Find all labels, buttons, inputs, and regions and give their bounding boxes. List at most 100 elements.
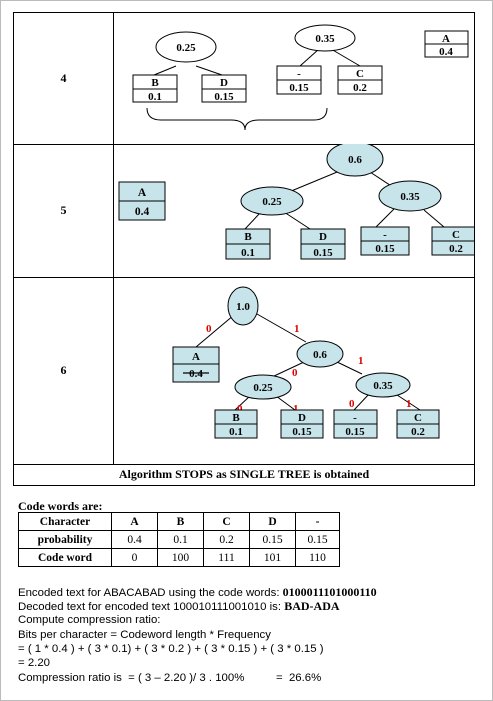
box-symbol: C: [356, 68, 364, 80]
node-value: 0.25: [176, 42, 196, 54]
codewords-title: Code words are:: [18, 499, 103, 513]
node-value: 0.25: [253, 382, 273, 394]
header-cell: -: [295, 512, 340, 531]
oval-node: 0.35: [355, 372, 411, 398]
oval-node: 0.6: [296, 340, 344, 368]
compression-ratio-line: Compression ratio is = ( 3 – 2.20 )/ 3 .…: [18, 672, 322, 684]
oval-node: 0.25: [155, 31, 217, 63]
bits-per-char-expansion: = ( 1 * 0.4 ) + ( 3 * 0.1) + ( 3 * 0.2 )…: [18, 643, 324, 655]
symbol-box-dash: - 0.15: [360, 226, 410, 256]
box-symbol: D: [220, 77, 228, 89]
box-symbol: B: [232, 412, 240, 424]
algorithm-stop-note: Algorithm STOPS as SINGLE TREE is obtain…: [118, 466, 370, 481]
step-5-figure: 0.6 0.25 0.35 A 0.4: [114, 141, 481, 277]
symbol-box-A: A 0.4: [118, 181, 166, 221]
step-row-6: 6 0 1 0 1 0 1: [14, 277, 474, 465]
node-value: 0.25: [262, 196, 282, 208]
oval-node: 0.6: [326, 141, 384, 177]
encoded-value: 0100011101000110: [282, 585, 377, 599]
box-symbol: C: [452, 229, 460, 241]
edge-label: 1: [358, 355, 364, 367]
bits-per-char-result: = 2.20: [18, 657, 50, 669]
edge-label: 1: [293, 403, 299, 415]
box-symbol: A: [442, 33, 450, 45]
box-symbol: D: [298, 412, 306, 424]
header-cell: B: [157, 512, 204, 531]
table-header-row: Character A B C D -: [18, 512, 340, 531]
symbol-box-dash: - 0.15: [276, 65, 322, 95]
box-probability: 0.15: [345, 426, 365, 438]
symbol-box-D: D 0.15: [280, 409, 324, 439]
box-symbol: -: [353, 412, 357, 424]
bits-per-char-formula: Bits per character = Codeword length * F…: [18, 629, 271, 641]
table-cell: 101: [249, 548, 296, 567]
header-cell: A: [111, 512, 158, 531]
header-cell: C: [203, 512, 250, 531]
symbol-box-B: B 0.1: [225, 228, 271, 260]
edge-labels: 0 1 0 1 0 1 0 1: [206, 323, 412, 415]
decoded-label: Decoded text for encoded text 1000101110…: [18, 601, 285, 613]
box-symbol: B: [151, 77, 159, 89]
header-cell: D: [249, 512, 296, 531]
symbol-box-D: D 0.15: [300, 228, 346, 260]
box-probability: 0.2: [449, 243, 463, 255]
encoded-label: Encoded text for ABACABAD using the code…: [18, 587, 283, 599]
step-4-diagram: 0.25 0.35 A 0.4 B: [132, 24, 469, 131]
box-probability: 0.2: [411, 426, 425, 438]
header-cell: Character: [18, 512, 112, 531]
box-probability: 0.15: [289, 82, 309, 94]
box-symbol: -: [297, 68, 301, 80]
node-value: 0.35: [315, 33, 335, 45]
decoded-text-line: Decoded text for encoded text 1000101110…: [18, 599, 340, 614]
node-value: 0.35: [373, 380, 393, 392]
grouping-brace: [146, 107, 328, 131]
step-row-5: 5 0.6 0.25: [14, 141, 481, 278]
node-value: 0.6: [313, 349, 327, 361]
box-probability: 0.2: [353, 82, 367, 94]
edge-label: 0: [292, 367, 298, 379]
step-number: 6: [14, 277, 114, 464]
table-row: probability 0.4 0.1 0.2 0.15 0.15: [18, 530, 340, 549]
box-probability: 0.1: [148, 91, 162, 103]
box-probability: 0.1: [241, 247, 255, 259]
node-value: 0.35: [400, 191, 420, 203]
step-4-figure: 0.25 0.35 A 0.4 B: [114, 13, 474, 144]
edge-label: 1: [406, 398, 412, 410]
row-label: probability: [18, 530, 112, 549]
step-6-diagram: 0 1 0 1 0 1 0 1 1.0 0.: [172, 286, 440, 439]
symbol-box-C: C 0.2: [431, 226, 481, 256]
table-cell: 100: [157, 548, 204, 567]
step-number: 5: [14, 144, 114, 277]
box-probability: 0.15: [292, 426, 312, 438]
oval-node: 0.35: [294, 24, 356, 52]
box-probability: 0.4: [189, 368, 203, 380]
edge-label: 0: [349, 398, 355, 410]
huffman-steps-table: 4 0.25 0.35: [13, 12, 481, 486]
oval-node: 0.35: [378, 180, 442, 212]
node-value: 1.0: [236, 301, 250, 313]
table-cell: 0.15: [295, 530, 340, 549]
box-probability: 0.1: [229, 426, 243, 438]
box-symbol: B: [244, 231, 252, 243]
symbol-box-A: A 0.4: [172, 346, 220, 383]
oval-node: 1.0: [227, 286, 259, 326]
box-probability: 0.4: [439, 46, 453, 58]
box-probability: 0.15: [313, 247, 333, 259]
row-label: Code word: [18, 548, 112, 567]
table-cell: 0.15: [249, 530, 296, 549]
table-cell: 111: [203, 548, 250, 567]
encoded-text-line: Encoded text for ABACABAD using the code…: [18, 585, 377, 600]
box-symbol: A: [192, 351, 200, 363]
box-symbol: D: [319, 231, 327, 243]
box-probability: 0.15: [375, 243, 395, 255]
table-cell: 0.2: [203, 530, 250, 549]
oval-node: 0.25: [240, 186, 304, 216]
box-symbol: C: [414, 412, 422, 424]
symbol-box-A: A 0.4: [424, 30, 469, 58]
box-probability: 0.4: [135, 206, 150, 218]
table-row: Code word 0 100 111 101 110: [18, 548, 340, 567]
symbol-box-C: C 0.2: [396, 409, 440, 439]
table-cell: 0: [111, 548, 158, 567]
node-value: 0.6: [348, 154, 362, 166]
